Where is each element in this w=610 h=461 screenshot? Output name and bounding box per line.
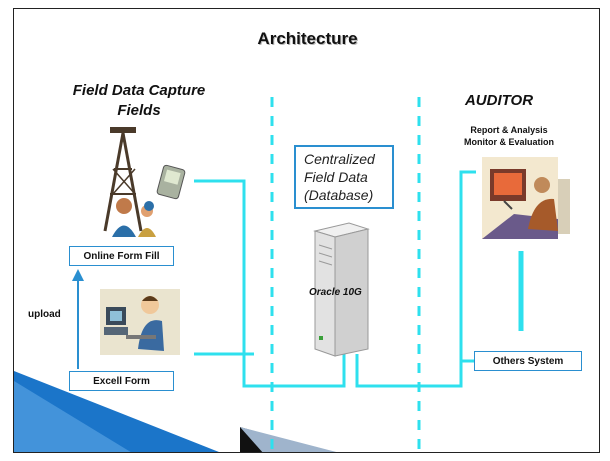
oracle-server-label: Oracle 10G	[309, 287, 362, 298]
bottom-wedge-shade	[240, 427, 337, 452]
database-line2: Field Data	[304, 169, 368, 185]
slide: Architecture Field Data Capture Fields A…	[13, 8, 600, 453]
others-system-box: Others System	[474, 351, 582, 371]
database-line3: (Database)	[304, 187, 374, 203]
oil-rig-illustration	[103, 127, 186, 237]
auditor-subtitle: Report & Analysis Monitor & Evaluation	[434, 124, 584, 148]
database-line1: Centralized	[304, 151, 375, 167]
connector-layer	[14, 97, 570, 452]
upload-arrow-head	[72, 269, 84, 281]
auditor-subtitle-line1: Report & Analysis	[470, 125, 548, 135]
database-box: Centralized Field Data (Database)	[294, 145, 394, 209]
connector-db-to-auditor	[355, 170, 476, 388]
oracle-server-illustration	[313, 222, 370, 357]
computer-user-illustration	[100, 289, 180, 355]
auditor-heading: AUDITOR	[464, 92, 534, 109]
field-capture-heading-line2: Fields	[117, 102, 161, 119]
online-form-fill-box: Online Form Fill	[69, 246, 174, 266]
auditor-subtitle-line2: Monitor & Evaluation	[464, 137, 554, 147]
corner-swoosh-light	[14, 381, 131, 452]
field-capture-heading: Field Data Capture Fields	[54, 81, 224, 121]
analyst-illustration	[482, 157, 570, 239]
page-title: Architecture	[257, 29, 358, 48]
upload-label: upload	[28, 309, 61, 320]
connector-online-to-db	[194, 179, 346, 388]
excel-form-box: Excell Form	[69, 371, 174, 391]
field-capture-heading-line1: Field Data Capture	[72, 82, 206, 99]
